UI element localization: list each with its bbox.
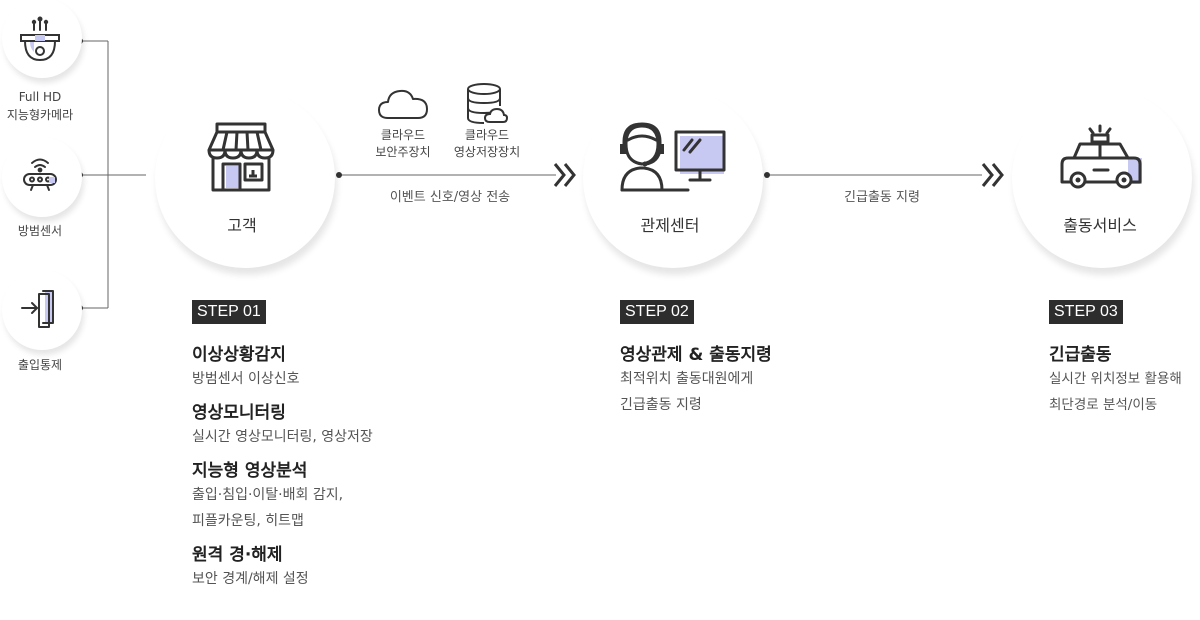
- step-item-desc: 출입·침입·이탈·배회 감지,: [192, 487, 344, 503]
- step-01-item: 원격 경·해제 보안 경계/해제 설정: [192, 544, 472, 592]
- step-item-title: 영상모니터링: [192, 403, 286, 423]
- step-03-item: 긴급출동 실시간 위치정보 활용해 최단경로 분석/이동: [1049, 344, 1199, 418]
- step-01-badge: STEP 01: [192, 300, 266, 324]
- step-02-details: 영상관제 & 출동지령 최적위치 출동대원에게 긴급출동 지령: [620, 344, 880, 428]
- double-chevron-icon: [553, 163, 566, 187]
- step-item-desc: 피플카운팅, 히트맵: [192, 513, 304, 529]
- dispatch-label: 출동서비스: [1063, 216, 1137, 235]
- step-01-item: 이상상황감지 방범센서 이상신호: [192, 344, 472, 392]
- camera-label-line1: Full HD: [18, 90, 62, 104]
- cloud-icon: [378, 89, 428, 119]
- step-item-title: 이상상황감지: [192, 345, 286, 365]
- step-item-title: 긴급출동: [1049, 345, 1112, 365]
- step-01-item: 지능형 영상분석 출입·침입·이탈·배회 감지, 피플카운팅, 히트맵: [192, 460, 472, 534]
- step-item-desc: 최적위치 출동대원에게: [620, 371, 754, 387]
- step-item-title: 영상관제 & 출동지령: [620, 345, 772, 365]
- step-item-desc: 보안 경계/해제 설정: [192, 571, 309, 587]
- control-label: 관제센터: [640, 216, 700, 235]
- sensor-circle: [2, 137, 82, 217]
- step-item-desc: 실시간 위치정보 활용해: [1049, 371, 1182, 387]
- cloud-security-line2: 보안주장치: [375, 145, 431, 159]
- motion-sensor-icon: [23, 158, 57, 191]
- step-item-desc: 긴급출동 지령: [620, 397, 702, 413]
- operator-monitor-icon: [620, 122, 726, 192]
- step-02-item: 영상관제 & 출동지령 최적위치 출동대원에게 긴급출동 지령: [620, 344, 880, 418]
- step-item-desc: 실시간 영상모니터링, 영상저장: [192, 429, 373, 445]
- access-label: 출입통제: [17, 358, 63, 372]
- camera-label-line2: 지능형카메라: [6, 108, 74, 122]
- cloud-storage-line1: 클라우드: [464, 128, 510, 142]
- database-cloud-icon: [467, 83, 508, 124]
- cloud-security-line1: 클라우드: [380, 128, 426, 142]
- dispatch-circle: [1012, 88, 1192, 268]
- step-item-title: 지능형 영상분석: [192, 461, 308, 481]
- customer-label: 고객: [227, 216, 257, 235]
- transfer-label: 이벤트 신호/영상 전송: [389, 190, 511, 205]
- step-03-badge: STEP 03: [1049, 300, 1123, 324]
- cloud-security-label: 클라우드 보안주장치: [363, 127, 443, 161]
- double-chevron-icon: [981, 163, 994, 187]
- step-01-details: 이상상황감지 방범센서 이상신호 영상모니터링 실시간 영상모니터링, 영상저장…: [192, 344, 472, 602]
- control-dot: [764, 172, 770, 178]
- patrol-car-icon: [1060, 124, 1142, 189]
- order-label: 긴급출동 지령: [844, 190, 920, 205]
- access-circle: [2, 270, 82, 350]
- door-entry-icon: [21, 290, 54, 328]
- step-item-title: 원격 경·해제: [192, 545, 283, 565]
- sensor-label: 방범센서: [17, 224, 63, 238]
- customer-dot: [336, 172, 342, 178]
- step-01-item: 영상모니터링 실시간 영상모니터링, 영상저장: [192, 402, 472, 450]
- store-icon: [207, 122, 275, 192]
- step-item-desc: 방범센서 이상신호: [192, 371, 300, 387]
- camera-label: Full HD 지능형카메라: [0, 88, 80, 124]
- step-02-badge: STEP 02: [620, 300, 694, 324]
- cctv-camera-icon: [20, 16, 60, 62]
- control-circle: [583, 88, 763, 268]
- step-item-desc: 최단경로 분석/이동: [1049, 397, 1158, 413]
- cloud-storage-label: 클라우드 영상저장장치: [442, 127, 532, 161]
- cloud-storage-line2: 영상저장장치: [453, 145, 521, 159]
- step-03-details: 긴급출동 실시간 위치정보 활용해 최단경로 분석/이동: [1049, 344, 1199, 428]
